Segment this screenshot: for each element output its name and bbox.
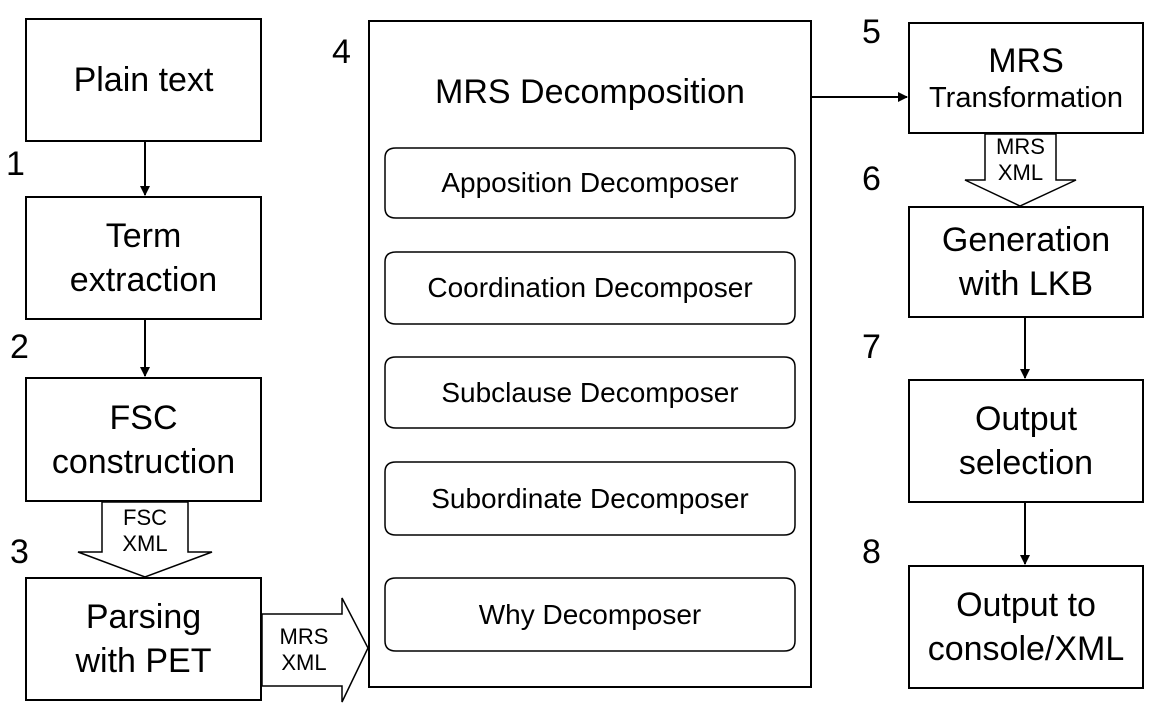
mrs-xml-parse-label: MRS XML bbox=[266, 624, 342, 676]
output-selection-line1: Output bbox=[974, 400, 1078, 438]
fsc-xml-line2: XML bbox=[122, 531, 168, 556]
mrs-transformation-line1: MRS bbox=[988, 42, 1064, 80]
parsing-box: Parsing with PET bbox=[25, 577, 262, 701]
fat-arrow-mrs-xml-transform bbox=[964, 133, 1077, 207]
fsc-xml-line1: FSC bbox=[123, 505, 167, 530]
step-number-3: 3 bbox=[10, 533, 29, 571]
step-number-4: 4 bbox=[332, 33, 351, 71]
why-decomposer: Why Decomposer bbox=[478, 598, 702, 630]
plain-text-box: Plain text bbox=[25, 18, 262, 142]
subclause-decomposer: Subclause Decomposer bbox=[441, 376, 739, 408]
step-number-8: 8 bbox=[862, 533, 881, 571]
output-console-box: Output to console/XML bbox=[908, 565, 1144, 689]
fsc-construction-line1: FSC bbox=[109, 398, 178, 437]
output-selection-box: Output selection bbox=[908, 379, 1144, 503]
subordinate-decomposer: Subordinate Decomposer bbox=[431, 482, 749, 514]
term-extraction-box: Term extraction bbox=[25, 196, 262, 320]
parsing-line2: with PET bbox=[75, 642, 212, 680]
term-extraction-line2: extraction bbox=[69, 261, 218, 299]
fsc-construction-line2: construction bbox=[51, 442, 236, 481]
cylinder-subclause bbox=[384, 356, 796, 429]
plain-text-label: Plain text bbox=[73, 61, 214, 99]
cylinder-apposition bbox=[384, 147, 796, 219]
parsing-line1: Parsing bbox=[85, 598, 202, 636]
output-console-line2: console/XML bbox=[927, 630, 1125, 668]
fat-arrow-mrs-xml-parse bbox=[261, 597, 369, 703]
fat-arrow-fsc-xml bbox=[77, 501, 213, 578]
cylinder-why bbox=[384, 577, 796, 652]
coordination-decomposer: Coordination Decomposer bbox=[427, 272, 753, 303]
mrs-transformation-line2: Transformation bbox=[929, 82, 1123, 114]
term-extraction-line1: Term bbox=[105, 217, 182, 255]
decomposer-shapes bbox=[384, 147, 796, 652]
mrs-xml-parse-line2: XML bbox=[281, 650, 327, 675]
mrs-xml-transform-line2: XML bbox=[997, 160, 1044, 185]
mrs-decomposition-title: MRS Decomposition bbox=[435, 73, 745, 111]
generation-line2: with LKB bbox=[958, 265, 1094, 303]
apposition-decomposer: Apposition Decomposer bbox=[441, 167, 739, 198]
step-number-7: 7 bbox=[862, 328, 881, 366]
fsc-xml-label: FSC XML bbox=[104, 505, 186, 557]
cylinder-subordinate bbox=[384, 461, 796, 536]
mrs-xml-transform-line1: MRS bbox=[996, 134, 1045, 159]
output-console-line1: Output to bbox=[956, 586, 1096, 624]
generation-line1: Generation bbox=[941, 221, 1111, 259]
mrs-decomposition-box bbox=[368, 20, 812, 688]
step-number-1: 1 bbox=[6, 145, 25, 183]
cylinder-coordination bbox=[384, 251, 796, 325]
step-number-2: 2 bbox=[10, 328, 29, 366]
step-number-6: 6 bbox=[862, 160, 881, 198]
output-selection-line2: selection bbox=[958, 444, 1094, 482]
mrs-xml-transform-label: MRS XML bbox=[985, 134, 1056, 186]
mrs-transformation-box: MRS Transformation bbox=[908, 22, 1144, 134]
fsc-construction-box: FSC construction bbox=[25, 377, 262, 502]
step-number-5: 5 bbox=[862, 13, 881, 51]
generation-box: Generation with LKB bbox=[908, 206, 1144, 318]
mrs-xml-parse-line1: MRS bbox=[279, 624, 329, 649]
